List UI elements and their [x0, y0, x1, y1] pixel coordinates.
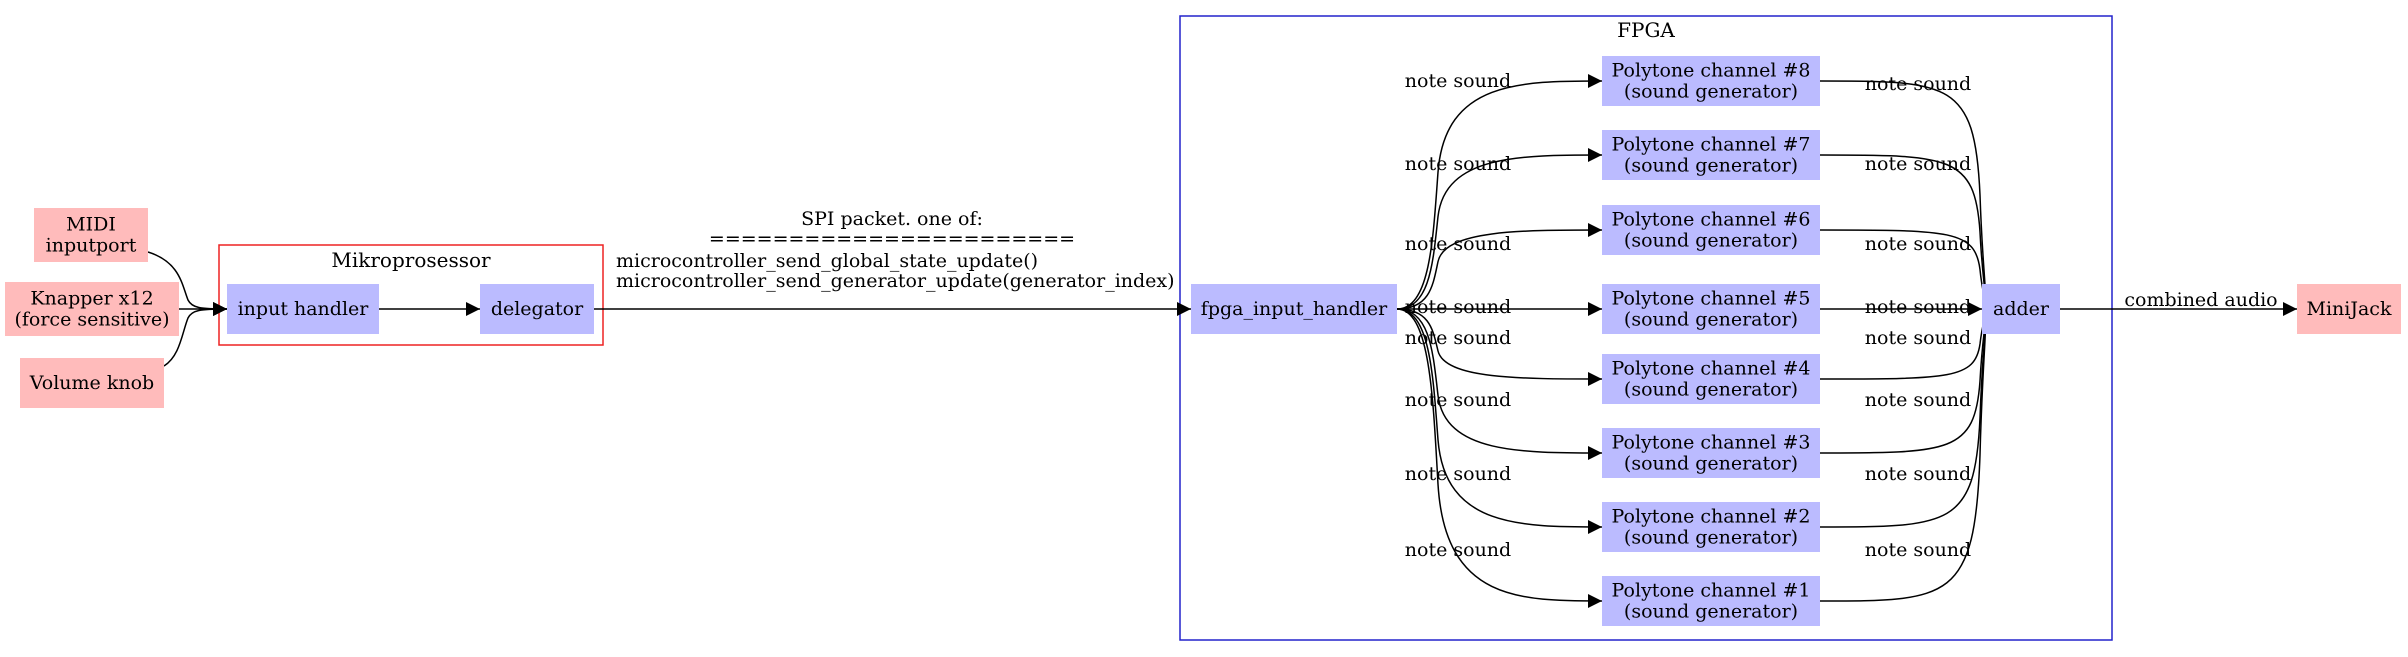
- edge-fpga-to-ch1: [1396, 308, 1603, 608]
- node-fpga-input-handler-label: fpga_input_handler: [1201, 298, 1388, 320]
- node-midi-label: MIDI: [66, 214, 116, 236]
- spi-edge-label: microcontroller_send_generator_update(ge…: [616, 270, 1175, 292]
- node-delegator-label: delegator: [491, 298, 584, 320]
- node-ch4-label: Polytone channel #4: [1612, 358, 1811, 380]
- cluster-micro: Mikroprosessor: [218, 244, 604, 346]
- spi-edge-label: SPI packet. one of:: [801, 208, 983, 230]
- note-sound-out-label: note sound: [1865, 73, 1971, 95]
- node-ch3-label: Polytone channel #3: [1612, 432, 1811, 454]
- note-sound-out-label: note sound: [1865, 296, 1971, 318]
- note-sound-in-label: note sound: [1405, 463, 1511, 485]
- edge-fpga-to-ch3: [1396, 308, 1603, 460]
- note-sound-out-label: note sound: [1865, 153, 1971, 175]
- note-sound-in-label: note sound: [1405, 327, 1511, 349]
- cluster-micro-label: Mikroprosessor: [331, 248, 491, 272]
- note-sound-in-label: note sound: [1405, 389, 1511, 411]
- note-sound-out-label: note sound: [1865, 233, 1971, 255]
- edge-ch8-to-adder: [1819, 80, 1997, 316]
- node-knapper: Knapper x12(force sensitive): [5, 282, 179, 336]
- node-ch2: Polytone channel #2(sound generator): [1602, 502, 1820, 552]
- node-input-handler-label: input handler: [238, 298, 370, 320]
- combined-audio-label: combined audio: [2124, 289, 2277, 311]
- node-ch6-label: (sound generator): [1624, 230, 1798, 252]
- spi-edge-label: microcontroller_send_global_state_update…: [616, 250, 1038, 272]
- node-ch5: Polytone channel #5(sound generator): [1602, 284, 1820, 334]
- note-sound-in-label: note sound: [1405, 539, 1511, 561]
- node-ch1-label: (sound generator): [1624, 601, 1798, 623]
- node-ch2-label: Polytone channel #2: [1612, 506, 1811, 528]
- note-sound-out-label: note sound: [1865, 539, 1971, 561]
- node-ch1-label: Polytone channel #1: [1612, 580, 1811, 602]
- node-knapper-label: Knapper x12: [30, 288, 153, 310]
- node-volume-label: Volume knob: [29, 372, 154, 394]
- node-ch8-label: Polytone channel #8: [1612, 60, 1811, 82]
- note-sound-in-label: note sound: [1405, 153, 1511, 175]
- edge-fpga-to-ch6: [1396, 223, 1603, 310]
- node-ch4-label: (sound generator): [1624, 379, 1798, 401]
- edge-volume-to-input-handler: [163, 302, 228, 367]
- node-ch3: Polytone channel #3(sound generator): [1602, 428, 1820, 478]
- node-ch7: Polytone channel #7(sound generator): [1602, 130, 1820, 180]
- note-sound-in-label: note sound: [1405, 233, 1511, 255]
- note-sound-in-label: note sound: [1405, 296, 1511, 318]
- cluster-fpga: FPGA: [1179, 15, 2113, 641]
- node-midi-label: inputport: [46, 235, 137, 257]
- note-sound-in-label: note sound: [1405, 70, 1511, 92]
- node-minijack-label: MiniJack: [2307, 298, 2392, 320]
- node-ch5-label: Polytone channel #5: [1612, 288, 1811, 310]
- node-delegator: delegator: [480, 284, 594, 334]
- node-ch7-label: (sound generator): [1624, 155, 1798, 177]
- node-ch2-label: (sound generator): [1624, 527, 1798, 549]
- note-sound-out-label: note sound: [1865, 463, 1971, 485]
- edge-fpga-to-ch4: [1396, 308, 1603, 386]
- node-volume: Volume knob: [20, 358, 164, 408]
- node-input-handler: input handler: [227, 284, 379, 334]
- node-ch1: Polytone channel #1(sound generator): [1602, 576, 1820, 626]
- edge-fpga-to-ch7: [1396, 148, 1603, 310]
- node-fpga-input-handler: fpga_input_handler: [1191, 284, 1397, 334]
- edge-fpga-to-ch8: [1396, 74, 1603, 310]
- node-knapper-label: (force sensitive): [14, 309, 169, 331]
- node-ch3-label: (sound generator): [1624, 453, 1798, 475]
- note-sound-out-label: note sound: [1865, 389, 1971, 411]
- node-adder: adder: [1982, 284, 2060, 334]
- node-ch6: Polytone channel #6(sound generator): [1602, 205, 1820, 255]
- node-minijack: MiniJack: [2297, 284, 2401, 334]
- node-ch4: Polytone channel #4(sound generator): [1602, 354, 1820, 404]
- node-ch6-label: Polytone channel #6: [1612, 209, 1811, 231]
- spi-edge-label: =======================: [709, 228, 1075, 250]
- node-ch5-label: (sound generator): [1624, 309, 1798, 331]
- node-adder-label: adder: [1993, 298, 2050, 320]
- edge-fpga-to-ch2: [1396, 308, 1603, 534]
- note-sound-out-label: note sound: [1865, 327, 1971, 349]
- edge-ch7-to-adder: [1819, 154, 1997, 316]
- node-ch8-label: (sound generator): [1624, 81, 1798, 103]
- cluster-fpga-label: FPGA: [1617, 18, 1675, 42]
- node-ch7-label: Polytone channel #7: [1612, 134, 1811, 156]
- node-ch8: Polytone channel #8(sound generator): [1602, 56, 1820, 106]
